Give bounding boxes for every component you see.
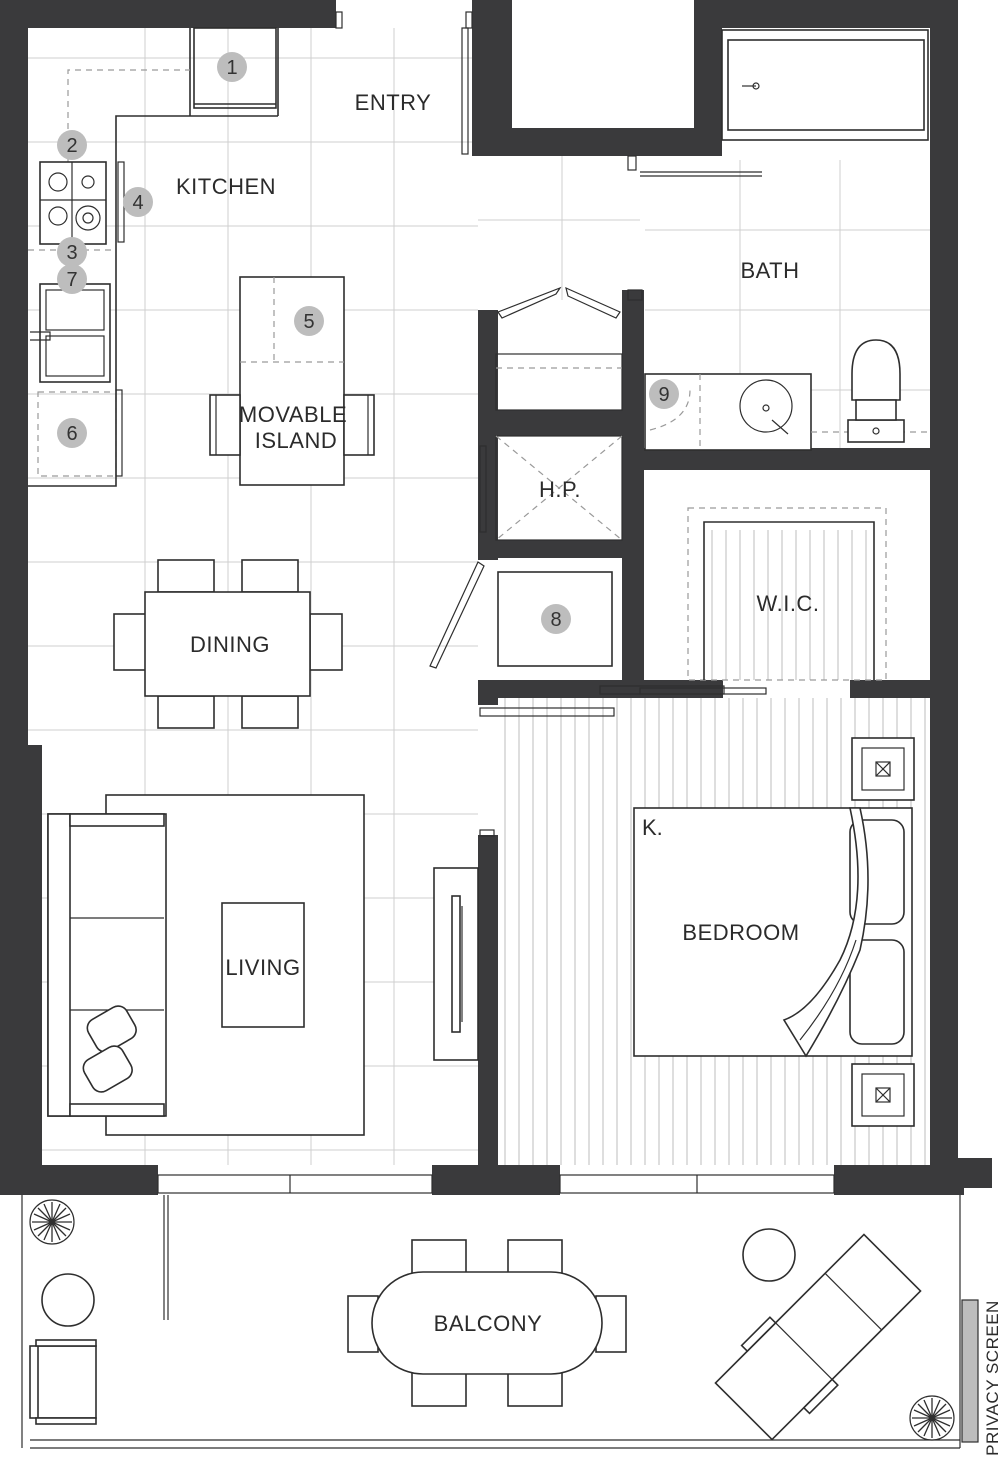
label-hp: H.P. <box>539 477 581 502</box>
badge-8: 8 <box>541 604 571 634</box>
side-table <box>41 1273 95 1327</box>
label-movable-island-1: MOVABLE <box>239 402 347 427</box>
svg-text:4: 4 <box>132 192 143 214</box>
room-labels: ENTRY KITCHEN BATH MOVABLE ISLAND H.P. W… <box>176 90 1000 1456</box>
badge-9: 9 <box>649 379 679 409</box>
badge-6: 6 <box>57 418 87 448</box>
walls <box>0 0 992 1195</box>
balcony-glazing <box>157 1174 835 1320</box>
label-bedroom: BEDROOM <box>682 920 799 945</box>
svg-text:9: 9 <box>658 384 669 406</box>
privacy-screen-panel <box>961 1299 979 1443</box>
lounge-chair <box>29 1339 97 1425</box>
badge-3: 3 <box>57 237 87 267</box>
label-bed-size: K. <box>642 815 663 840</box>
dining-table <box>144 591 311 697</box>
label-privacy-screen: PRIVACY SCREEN <box>983 1300 1000 1456</box>
chaise-lounge <box>714 1233 922 1441</box>
bath-fixtures <box>644 29 930 451</box>
label-dining: DINING <box>190 632 270 657</box>
kitchen-fixtures <box>28 27 279 487</box>
dining-set <box>113 559 343 729</box>
label-kitchen: KITCHEN <box>176 174 276 199</box>
balcony-table <box>371 1271 603 1375</box>
cooktop <box>39 161 107 245</box>
svg-text:6: 6 <box>66 423 77 445</box>
svg-text:8: 8 <box>550 609 561 631</box>
fridge <box>193 27 277 109</box>
svg-text:1: 1 <box>226 57 237 79</box>
movable-island <box>209 276 375 486</box>
heat-pump-closet <box>479 435 623 541</box>
badge-2: 2 <box>57 130 87 160</box>
label-entry: ENTRY <box>355 90 432 115</box>
badge-7: 7 <box>57 264 87 294</box>
walk-in-closet <box>599 507 887 695</box>
svg-text:3: 3 <box>66 242 77 264</box>
side-table <box>742 1228 796 1282</box>
badge-5: 5 <box>294 306 324 336</box>
label-movable-island-2: ISLAND <box>255 428 337 453</box>
svg-text:7: 7 <box>66 269 77 291</box>
toilet <box>847 339 905 443</box>
bedroom-furniture <box>633 737 915 1127</box>
label-bath: BATH <box>740 258 799 283</box>
label-balcony: BALCONY <box>434 1311 543 1336</box>
label-wic: W.I.C. <box>757 591 820 616</box>
plant-icon <box>29 1199 75 1245</box>
entry-door <box>335 11 473 155</box>
badge-4: 4 <box>123 187 153 217</box>
coffee-table <box>221 902 305 1028</box>
balcony <box>21 1195 979 1449</box>
svg-text:5: 5 <box>303 311 314 333</box>
label-living: LIVING <box>225 955 300 980</box>
living-set <box>47 794 479 1136</box>
plant-icon <box>909 1395 955 1441</box>
svg-text:2: 2 <box>66 135 77 157</box>
balcony-dining-set <box>347 1239 627 1407</box>
badge-1: 1 <box>217 52 247 82</box>
fixture-badges: 1 2 3 4 5 6 7 8 9 <box>57 52 679 634</box>
linen-closet <box>495 155 762 411</box>
